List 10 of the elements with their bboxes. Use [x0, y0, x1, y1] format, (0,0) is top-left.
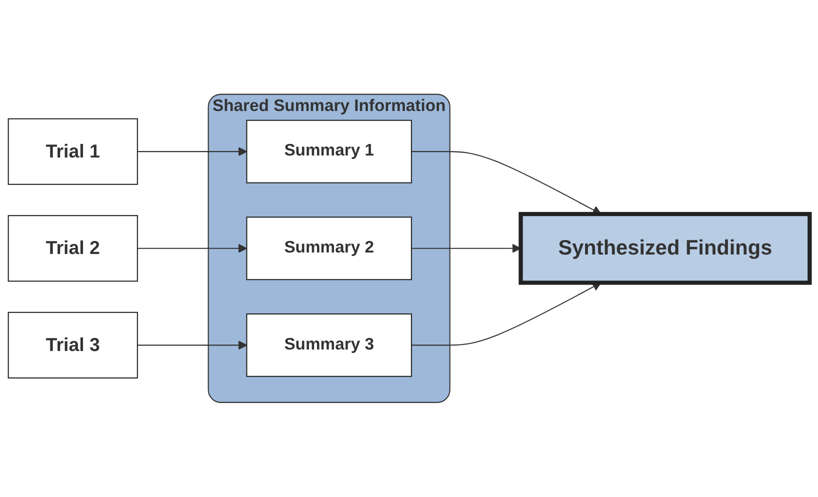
arrow [137, 244, 248, 254]
node-box: Summary 2 [246, 216, 412, 280]
node-box: Trial 3 [8, 312, 138, 379]
node-box: Synthesized Findings [518, 212, 812, 285]
node-box: Summary 1 [246, 120, 412, 184]
arrow [137, 147, 248, 156]
arrow [137, 340, 248, 350]
node-box: Summary 3 [246, 314, 412, 378]
node-box: Trial 2 [8, 215, 138, 282]
node-box: Trial 1 [8, 118, 138, 185]
